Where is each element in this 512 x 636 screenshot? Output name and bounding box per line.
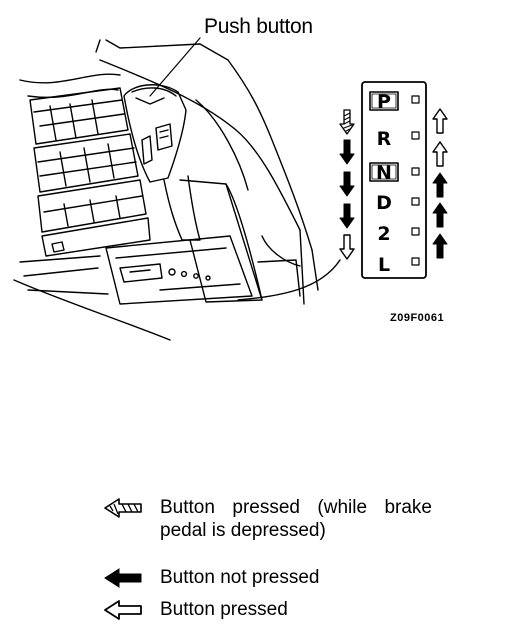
solid-arrow-icon xyxy=(339,171,355,197)
solid-arrow-icon xyxy=(104,568,142,588)
solid-arrow-icon xyxy=(339,139,355,165)
left-arrow-column xyxy=(339,109,355,260)
console-drawing xyxy=(13,37,341,341)
legend-text: Button not pressed xyxy=(160,567,320,588)
svg-text:P: P xyxy=(377,91,391,113)
gate-letter-n: N xyxy=(369,162,399,184)
outline-arrow-icon xyxy=(104,600,142,620)
push-button-callout-label: Push button xyxy=(204,15,313,38)
solid-arrow-icon xyxy=(339,203,355,229)
outline-arrow-icon xyxy=(339,234,355,260)
outline-arrow-icon xyxy=(432,108,448,134)
gate-letter-r: R xyxy=(377,128,392,150)
solid-arrow-icon xyxy=(432,202,448,228)
indicator-squares xyxy=(411,95,420,266)
legend-text: Button pressed xyxy=(160,599,288,620)
legend-item-pressed-with-brake: Button pressed (while brake pedal is dep… xyxy=(100,496,432,542)
hatched-arrow-icon xyxy=(339,109,355,135)
gate-frame xyxy=(361,81,427,279)
shift-gate-diagram: P R N D 2 L xyxy=(339,81,448,279)
hatched-arrow-icon xyxy=(104,498,142,518)
svg-text:N: N xyxy=(376,162,392,184)
gate-letter-d: D xyxy=(376,192,392,214)
legend-item-not-pressed: Button not pressed xyxy=(100,566,320,590)
figure-code: Z09F0061 xyxy=(390,312,445,324)
legend-text: Button pressed (while brake pedal is dep… xyxy=(160,497,432,541)
solid-arrow-icon xyxy=(432,172,448,198)
right-arrow-column xyxy=(432,108,448,259)
outline-arrow-icon xyxy=(432,141,448,167)
solid-arrow-icon xyxy=(432,233,448,259)
legend-item-pressed: Button pressed xyxy=(100,598,288,622)
gate-letter-p: P xyxy=(369,91,399,113)
gate-letter-2: 2 xyxy=(377,223,390,245)
gate-letter-l: L xyxy=(378,254,390,276)
